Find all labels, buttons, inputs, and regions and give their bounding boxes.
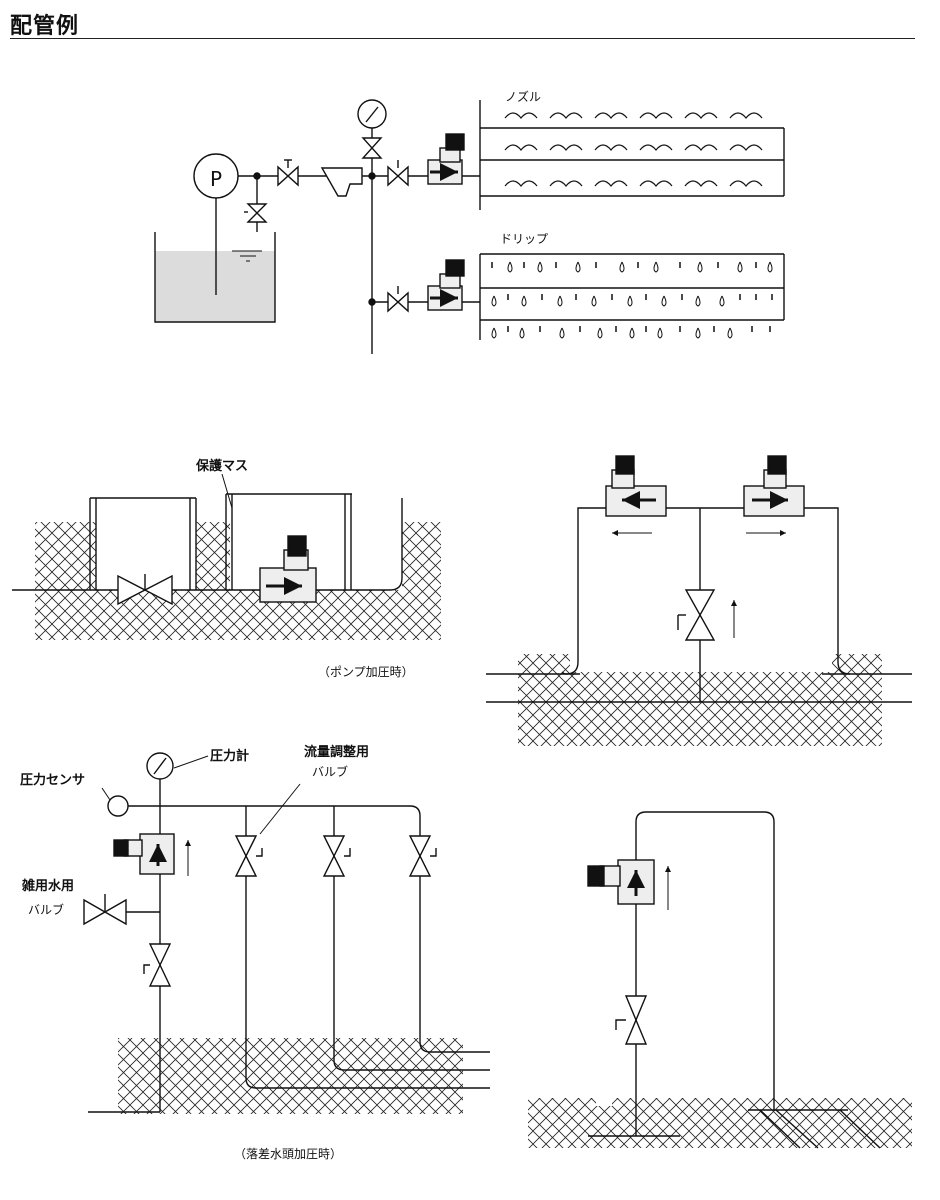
pump-label: P: [210, 167, 222, 191]
sensor-label: 圧力センサ: [20, 772, 85, 788]
diagram-bidirectional: [486, 455, 912, 746]
flow-valve-label-line1: 流量調整用: [304, 744, 369, 760]
flow-valve-label-line2: バルブ: [312, 764, 348, 779]
page-title: 配管例: [10, 14, 80, 39]
solenoid-valve-icon: [605, 455, 667, 517]
gravity-head-caption: （落差水頭加圧時）: [234, 1147, 342, 1161]
drip-ticks: [491, 262, 773, 332]
protection-box-label: 保護マス: [195, 458, 248, 474]
gauge-label: 圧力計: [210, 748, 249, 764]
diagram-siphon: [528, 811, 912, 1149]
solenoid-valve-icon: [743, 455, 805, 517]
misc-valve-label-line1: 雑用水用: [21, 878, 74, 894]
nozzle-row: [504, 112, 763, 187]
diagram-gravity-head: [83, 752, 490, 1114]
strainer-icon: [320, 167, 363, 197]
tank-water: [155, 251, 275, 322]
misc-valve-label-line2: バルブ: [28, 902, 64, 917]
solenoid-valve-icon: [587, 859, 655, 905]
drip-row: [491, 261, 773, 339]
diagram-protection-box: [12, 473, 441, 640]
drip-label: ドリップ: [500, 232, 548, 246]
diagram-pump-system: [154, 99, 785, 354]
tank: [154, 232, 276, 323]
solenoid-valve-icon: [113, 833, 175, 875]
nozzle-label: ノズル: [505, 89, 541, 104]
pump-pressure-caption: （ポンプ加圧時）: [318, 665, 414, 679]
solenoid-valve-icon: [259, 535, 317, 603]
solenoid-valve-icon: [427, 259, 465, 311]
pressure-sensor-icon: [107, 795, 129, 817]
solenoid-valve-icon: [427, 133, 465, 185]
gate-valve-icon: [277, 165, 299, 187]
title-underline: [10, 38, 915, 39]
